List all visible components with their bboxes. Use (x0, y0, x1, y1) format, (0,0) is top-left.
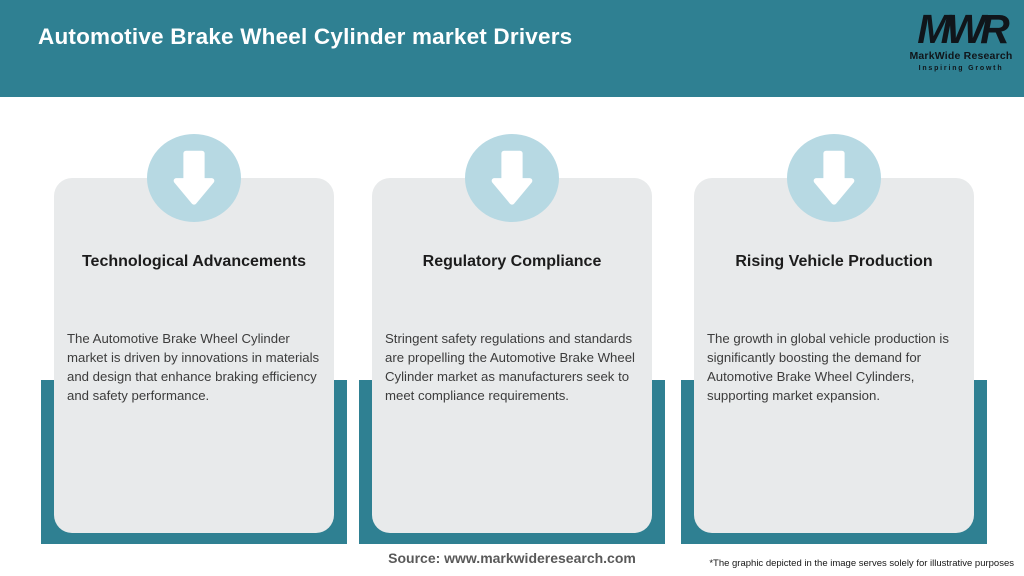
driver-card-rising-vehicle-production: Rising Vehicle Production The growth in … (681, 134, 987, 544)
card-description: Stringent safety regulations and standar… (385, 331, 635, 403)
disclaimer-text: *The graphic depicted in the image serve… (709, 558, 1014, 569)
page-title: Automotive Brake Wheel Cylinder market D… (38, 24, 573, 49)
source-text: Source: www.markwideresearch.com (388, 550, 636, 566)
driver-card-technological-advancements: Technological Advancements The Automotiv… (41, 134, 347, 544)
header-bar: Automotive Brake Wheel Cylinder market D… (0, 0, 1024, 97)
card-surface: Regulatory Compliance Stringent safety r… (372, 178, 652, 533)
logo-acronym: MWR (917, 6, 1009, 52)
down-arrow-icon (813, 150, 855, 205)
card-surface: Technological Advancements The Automotiv… (54, 178, 334, 533)
logo-name: MarkWide Research (909, 50, 1013, 62)
card-description: The growth in global vehicle production … (707, 331, 949, 403)
down-arrow-icon (173, 150, 215, 205)
logo-tagline: Inspiring Growth (918, 64, 1004, 72)
card-title: Rising Vehicle Production (735, 253, 933, 270)
card-surface: Rising Vehicle Production The growth in … (694, 178, 974, 533)
down-arrow-badge (787, 134, 881, 222)
driver-card-regulatory-compliance: Regulatory Compliance Stringent safety r… (359, 134, 665, 544)
card-title: Regulatory Compliance (422, 253, 602, 270)
down-arrow-badge (465, 134, 559, 222)
card-description: The Automotive Brake Wheel Cylinder mark… (67, 331, 320, 403)
markwide-research-logo: MWR MarkWide Research Inspiring Growth (907, 8, 1015, 72)
down-arrow-badge (147, 134, 241, 222)
card-title: Technological Advancements (81, 253, 307, 270)
down-arrow-icon (491, 150, 533, 205)
